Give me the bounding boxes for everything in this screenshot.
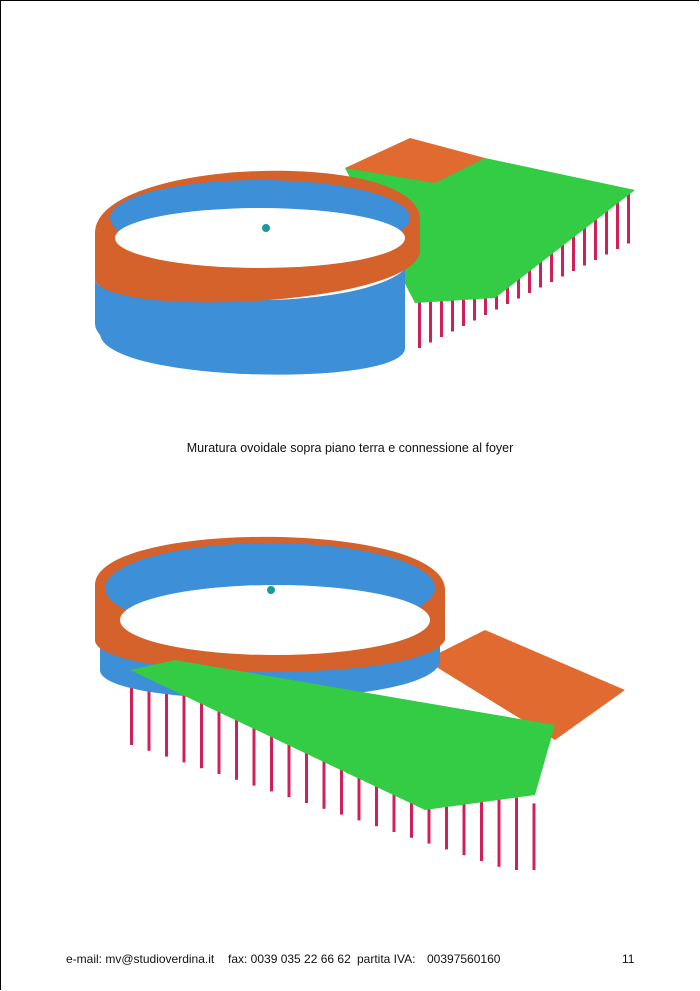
model-render-oval-wall-pergola bbox=[95, 536, 625, 870]
node-marker bbox=[262, 224, 270, 232]
column-post bbox=[462, 780, 466, 856]
column-post bbox=[429, 292, 432, 343]
column-post bbox=[462, 276, 465, 326]
roof-beams-green bbox=[345, 158, 635, 303]
footer-email: e-mail: mv@studioverdina.it bbox=[66, 952, 215, 966]
wall-lower-blue bbox=[95, 278, 386, 368]
column-post bbox=[252, 710, 256, 786]
column-post bbox=[616, 199, 619, 249]
column-post bbox=[550, 232, 553, 282]
column-post bbox=[200, 693, 203, 769]
column-post bbox=[418, 298, 421, 348]
column-post bbox=[605, 204, 608, 255]
column-post bbox=[497, 791, 501, 867]
column-post bbox=[130, 670, 133, 745]
column-post bbox=[147, 675, 151, 751]
column-post bbox=[357, 745, 361, 821]
page-number: 11 bbox=[622, 952, 635, 966]
column-post bbox=[217, 699, 221, 774]
column-post bbox=[561, 226, 564, 277]
roof-beams-orange bbox=[425, 630, 625, 740]
column-post bbox=[583, 215, 586, 266]
footer-vat: 00397560160 bbox=[427, 952, 501, 966]
column-post bbox=[305, 728, 308, 803]
column-post bbox=[451, 281, 454, 332]
column-post bbox=[182, 687, 186, 763]
column-post bbox=[235, 704, 238, 780]
wall-inner-void bbox=[115, 208, 405, 268]
column-post bbox=[270, 716, 273, 792]
figure-caption: Muratura ovoidale sopra piano terra e co… bbox=[186, 441, 514, 455]
column-post bbox=[165, 681, 168, 757]
column-post bbox=[627, 193, 630, 244]
roof-beams-green bbox=[130, 660, 555, 810]
roof-beams-orange bbox=[345, 138, 485, 183]
model-render-oval-wall-foyer bbox=[95, 138, 635, 375]
column-post bbox=[532, 803, 536, 870]
column-post bbox=[572, 221, 575, 271]
column-post bbox=[480, 786, 483, 861]
column-post bbox=[322, 733, 326, 809]
footer-vat-label: partita IVA: bbox=[357, 952, 416, 966]
column-post bbox=[375, 751, 378, 827]
node-marker bbox=[267, 586, 275, 594]
column-post bbox=[340, 739, 343, 815]
column-post bbox=[445, 774, 448, 850]
column-post bbox=[287, 722, 291, 798]
wall-inner-void bbox=[120, 585, 430, 655]
footer-fax: fax: 0039 035 22 66 62 bbox=[228, 952, 351, 966]
column-post bbox=[515, 797, 518, 870]
column-post bbox=[440, 287, 443, 337]
column-post bbox=[594, 210, 597, 260]
